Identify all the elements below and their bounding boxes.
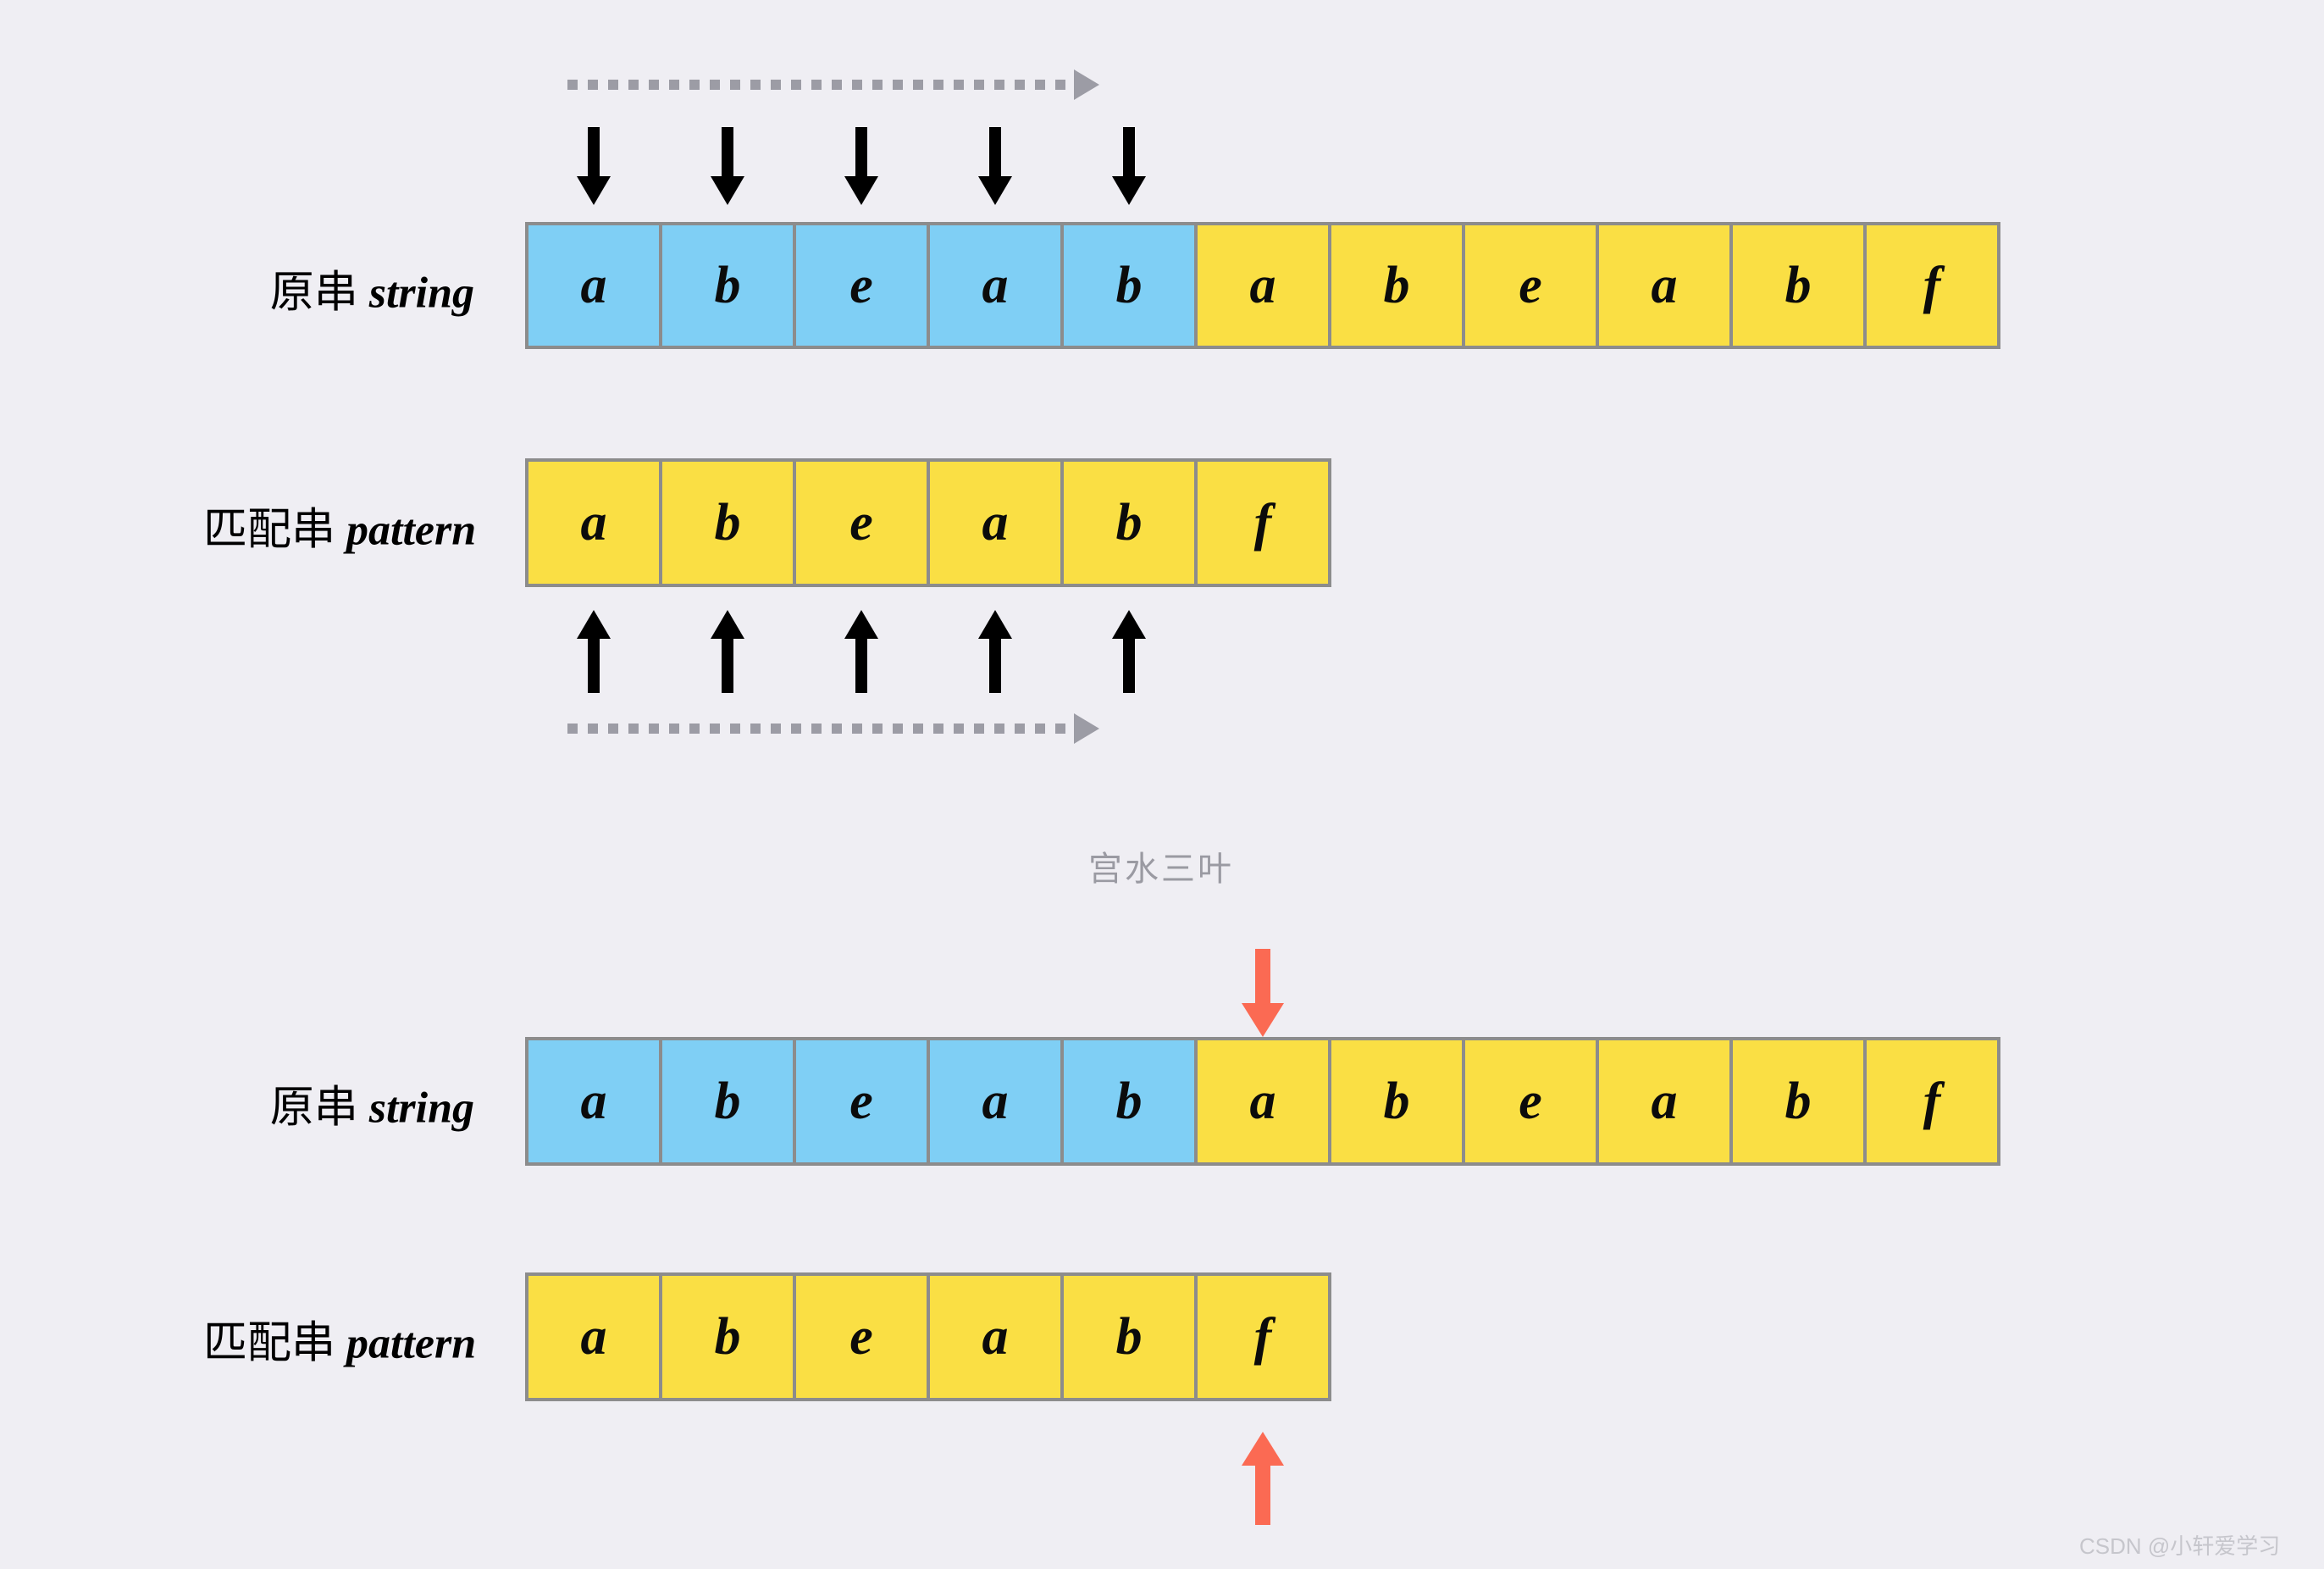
arrow-head	[978, 176, 1012, 205]
pattern-bottom-cell-5: f	[1198, 1276, 1328, 1398]
label-pattern-en: pattern	[346, 1319, 477, 1368]
string-top-cell-2: e	[796, 225, 927, 346]
string-top-cell-9: b	[1733, 225, 1863, 346]
string-bottom-cell-9: b	[1733, 1040, 1863, 1162]
string-bottom-cell-7: e	[1465, 1040, 1596, 1162]
pattern-top-cell-2: e	[796, 462, 927, 584]
label-pattern-top: 匹配串 pattern	[203, 494, 477, 557]
string-bottom-cell-10: f	[1867, 1040, 1997, 1162]
label-string-bottom: 原串 string	[254, 1072, 474, 1135]
dotted-line	[567, 80, 1076, 90]
arrow-shaft	[855, 635, 867, 693]
compare-arrow-down-2	[844, 127, 878, 205]
arrow-shaft	[1255, 1464, 1270, 1525]
string-bottom-cell-5: a	[1198, 1040, 1328, 1162]
string-bottom-cell-1: b	[662, 1040, 793, 1162]
compare-arrow-up-0	[577, 610, 611, 693]
arrow-shaft	[989, 635, 1001, 693]
mismatch-pointer-up	[1242, 1432, 1284, 1525]
label-string-top: 原串 string	[254, 257, 474, 320]
compare-arrow-down-0	[577, 127, 611, 205]
string-bottom-cell-4: b	[1064, 1040, 1194, 1162]
string-top-cell-8: a	[1599, 225, 1729, 346]
string-bottom-cell-6: b	[1331, 1040, 1462, 1162]
label-string-cn: 原串	[269, 269, 358, 318]
pattern-bottom-cell-1: b	[662, 1276, 793, 1398]
arrow-shaft	[588, 635, 600, 693]
pattern-top-cell-4: b	[1064, 462, 1194, 584]
pattern-bottom-cell-0: a	[528, 1276, 659, 1398]
arrow-shaft	[1123, 635, 1135, 693]
arrow-head	[844, 176, 878, 205]
mismatch-pointer-down	[1242, 949, 1284, 1037]
arrow-head	[978, 610, 1012, 639]
arrow-tip	[1074, 713, 1099, 744]
compare-arrow-up-3	[978, 610, 1012, 693]
arrow-head	[577, 176, 611, 205]
arrow-shaft	[722, 127, 733, 185]
string-bottom-cell-2: e	[796, 1040, 927, 1162]
label-pattern-cn: 匹配串	[203, 506, 336, 555]
compare-arrow-up-4	[1112, 610, 1146, 693]
arrow-head	[1242, 1003, 1284, 1037]
arrow-head	[577, 610, 611, 639]
scan-direction-arrow-bottom	[567, 713, 1101, 744]
string-top-cell-3: a	[930, 225, 1060, 346]
string-top-cell-7: e	[1465, 225, 1596, 346]
string-top-cell-0: a	[528, 225, 659, 346]
string-bottom-cell-8: a	[1599, 1040, 1729, 1162]
pattern-top-cell-5: f	[1198, 462, 1328, 584]
string-top-cell-1: b	[662, 225, 793, 346]
arrow-shaft	[1255, 949, 1270, 1008]
arrow-shaft	[855, 127, 867, 185]
label-string-en: string	[368, 1084, 474, 1133]
label-string-en: string	[368, 269, 474, 318]
arrow-head	[1242, 1432, 1284, 1466]
arrow-shaft	[989, 127, 1001, 185]
arrow-head	[711, 610, 744, 639]
compare-arrow-up-1	[711, 610, 744, 693]
string-bottom-cell-0: a	[528, 1040, 659, 1162]
label-pattern-bottom: 匹配串 pattern	[203, 1307, 477, 1371]
arrow-shaft	[588, 127, 600, 185]
arrow-tip	[1074, 69, 1099, 100]
center-watermark: 宫水三叶	[1088, 851, 1234, 888]
arrow-shaft	[1123, 127, 1135, 185]
string-top-cell-10: f	[1867, 225, 1997, 346]
pattern-bottom-cell-3: a	[930, 1276, 1060, 1398]
string-top-cell-6: b	[1331, 225, 1462, 346]
pattern-bottom-cell-2: e	[796, 1276, 927, 1398]
arrow-head	[1112, 176, 1146, 205]
arrow-head	[844, 610, 878, 639]
scan-direction-arrow-top	[567, 69, 1101, 100]
arrow-shaft	[722, 635, 733, 693]
compare-arrow-down-3	[978, 127, 1012, 205]
compare-arrow-up-2	[844, 610, 878, 693]
string-top-cell-5: a	[1198, 225, 1328, 346]
pattern-top-cell-0: a	[528, 462, 659, 584]
pattern-top-cell-3: a	[930, 462, 1060, 584]
arrow-head	[1112, 610, 1146, 639]
label-pattern-en: pattern	[346, 506, 477, 555]
string-bottom-cell-3: a	[930, 1040, 1060, 1162]
arrow-head	[711, 176, 744, 205]
compare-arrow-down-4	[1112, 127, 1146, 205]
pattern-bottom-cell-4: b	[1064, 1276, 1194, 1398]
pattern-top-cell-1: b	[662, 462, 793, 584]
compare-arrow-down-1	[711, 127, 744, 205]
string-top-cell-4: b	[1064, 225, 1194, 346]
label-pattern-cn: 匹配串	[203, 1319, 336, 1368]
dotted-line	[567, 724, 1076, 734]
label-string-cn: 原串	[269, 1084, 358, 1133]
corner-watermark: CSDN @小轩爱学习	[2079, 1533, 2281, 1559]
